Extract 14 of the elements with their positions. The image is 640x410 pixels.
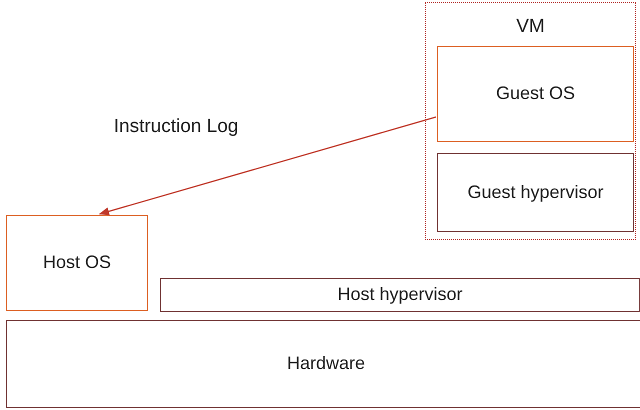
node-label: Host OS	[42, 251, 112, 274]
node-label: Hardware	[286, 352, 366, 376]
container-label: VM	[515, 15, 546, 39]
edge-label: Instruction Log	[114, 116, 238, 138]
node-label: Guest OS	[496, 82, 576, 106]
host-os-box	[6, 215, 148, 311]
arrow	[98, 116, 436, 216]
hardware-box	[6, 320, 640, 408]
vm-container	[425, 2, 636, 240]
node-label: Host hypervisor	[337, 283, 463, 306]
node-label: Guest hypervisor	[467, 180, 604, 204]
host-hypervisor-box	[160, 278, 640, 312]
guest-hypervisor-box	[437, 153, 634, 232]
guest-os-box	[437, 46, 634, 142]
